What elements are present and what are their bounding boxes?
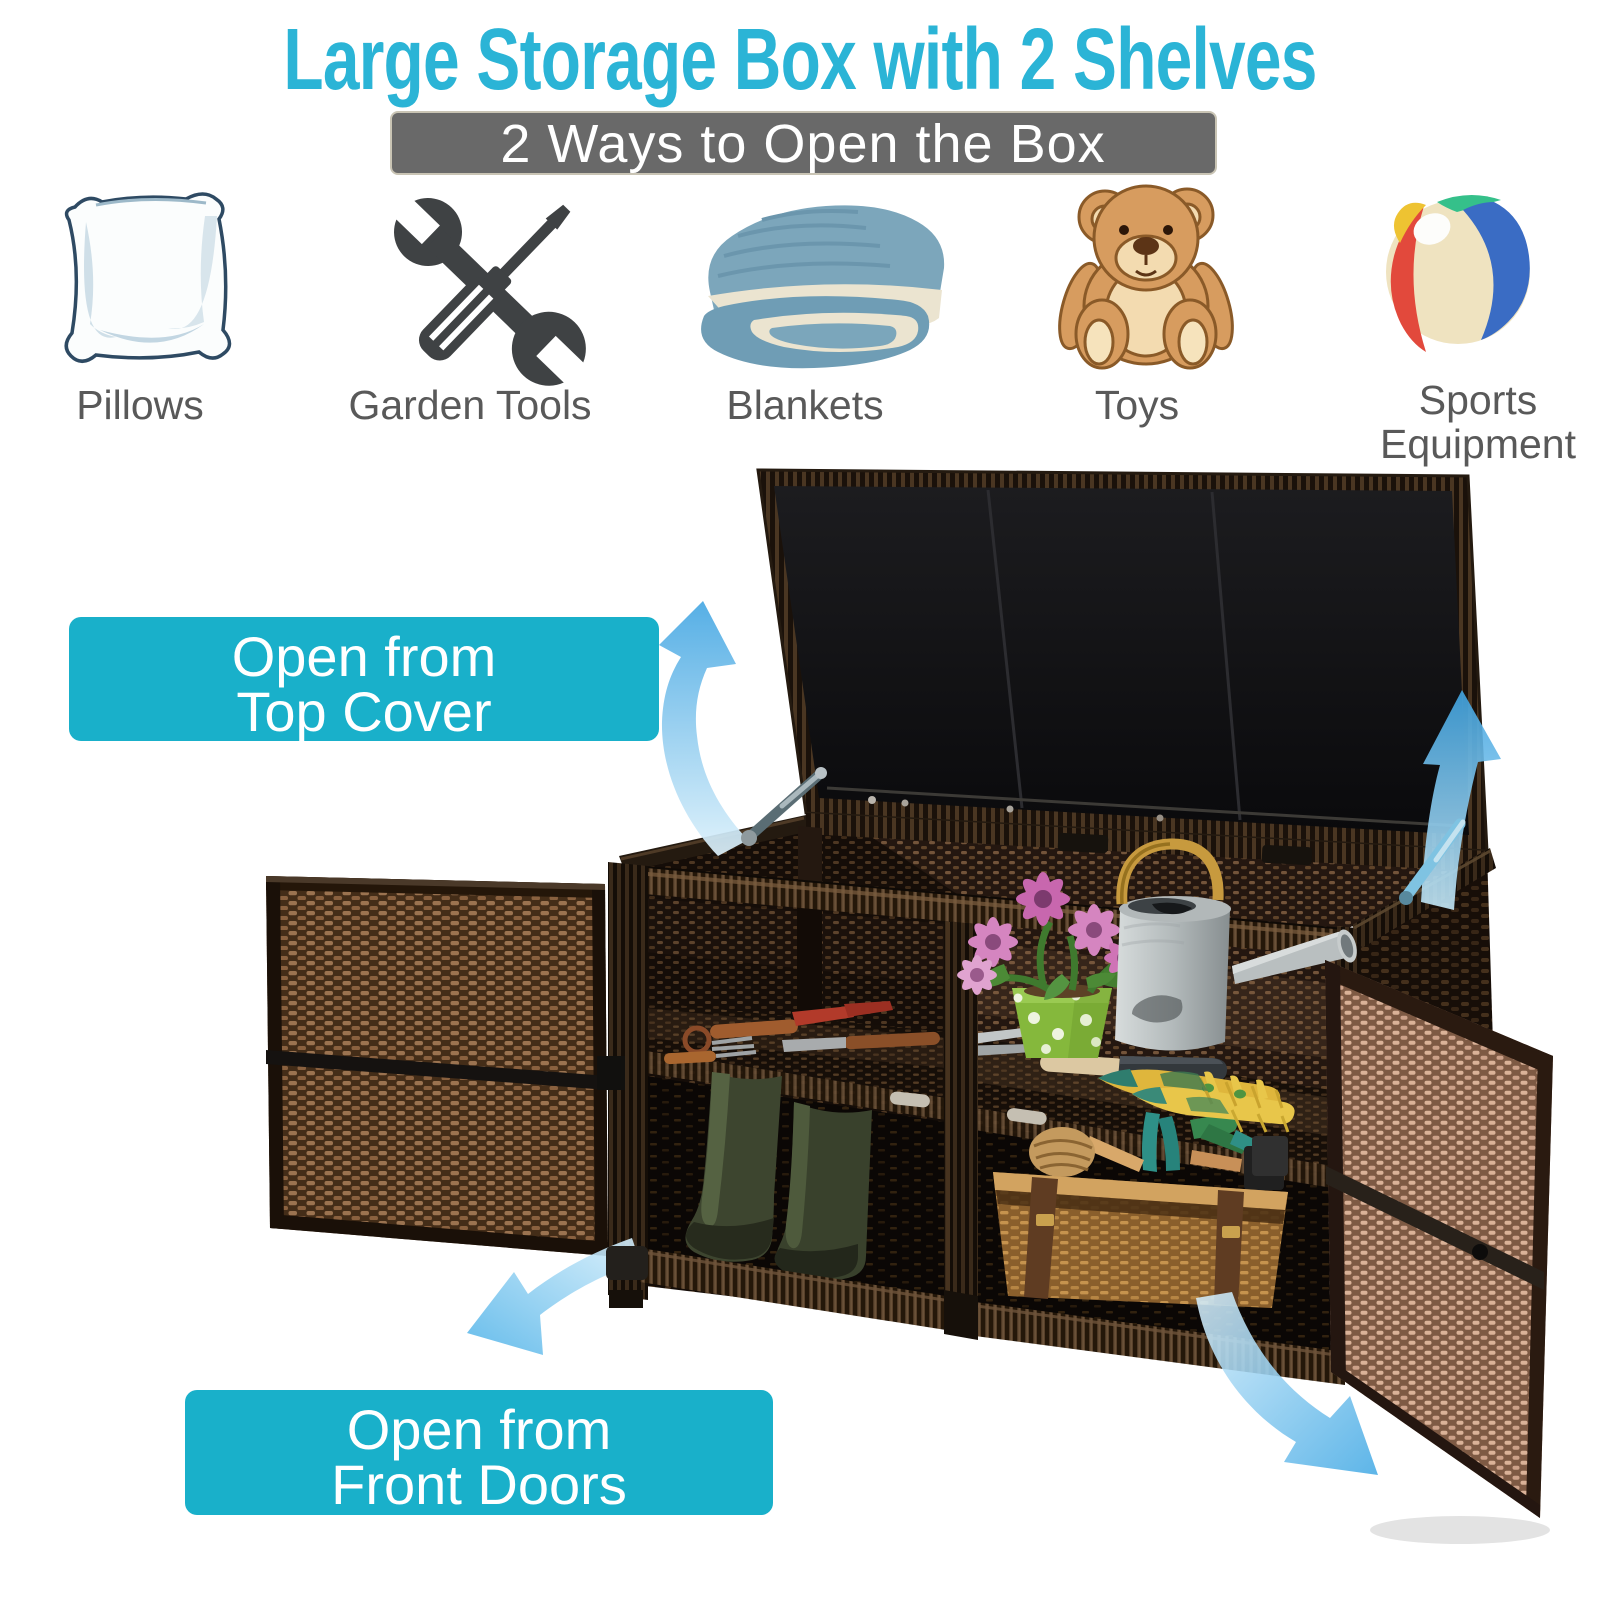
svg-text:Equipment: Equipment — [1380, 421, 1577, 467]
svg-text:Open from: Open from — [232, 625, 497, 688]
svg-text:Top Cover: Top Cover — [236, 680, 491, 743]
svg-text:Large Storage Box with 2 Shelv: Large Storage Box with 2 Shelves — [283, 11, 1316, 108]
svg-text:Blankets: Blankets — [726, 382, 883, 428]
svg-text:Garden Tools: Garden Tools — [348, 382, 591, 428]
svg-text:Toys: Toys — [1095, 382, 1179, 428]
svg-text:Pillows: Pillows — [76, 382, 204, 428]
svg-text:2 Ways to Open the Box: 2 Ways to Open the Box — [500, 114, 1105, 174]
svg-text:Sports: Sports — [1419, 377, 1538, 423]
svg-text:Open from: Open from — [347, 1398, 612, 1461]
svg-text:Front Doors: Front Doors — [331, 1453, 627, 1516]
